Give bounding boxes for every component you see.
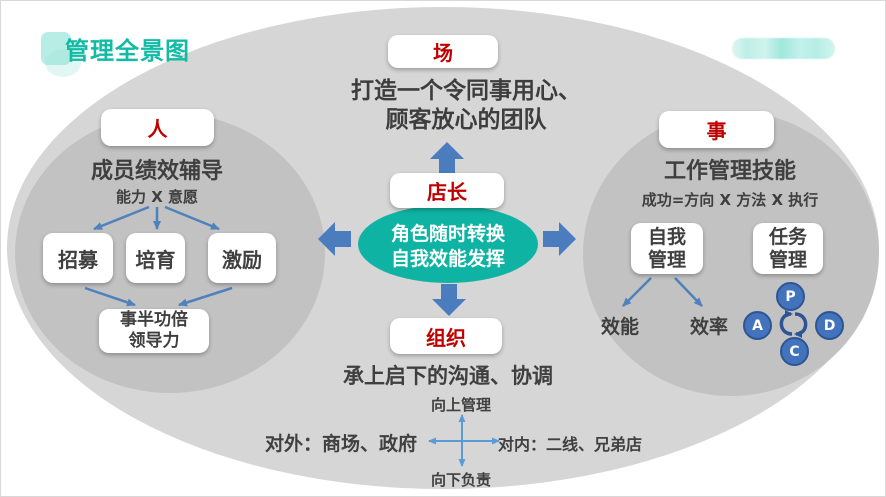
organization-subtitle: 承上启下的沟通、协调 — [343, 364, 553, 388]
node-task-management: 任务 管理 — [753, 223, 823, 274]
node-task-label: 事 — [706, 119, 727, 143]
pdca-a-label: A — [752, 317, 763, 334]
node-cultivate: 培育 — [126, 233, 185, 283]
node-task-management-line1: 任务 — [768, 225, 807, 248]
node-task: 事 — [659, 111, 774, 148]
pdca-p-label: P — [785, 288, 796, 305]
pdca-a-circle: A — [743, 311, 772, 340]
node-people-label: 人 — [147, 117, 168, 141]
node-organization-label: 组织 — [426, 325, 466, 350]
team-slogan-line1: 打造一个令同事用心、 — [351, 78, 581, 104]
node-recruit: 招募 — [43, 233, 113, 283]
team-slogan-line2: 顾客放心的团队 — [385, 107, 547, 133]
pdca-d-circle: D — [815, 311, 844, 340]
node-self-management-line1: 自我 — [647, 225, 686, 248]
outcome-effectiveness: 效能 — [600, 316, 640, 338]
node-motivate-label: 激励 — [222, 247, 262, 272]
node-self-management: 自我 管理 — [631, 223, 703, 274]
team-slogan: 打造一个令同事用心、 顾客放心的团队 — [341, 77, 591, 135]
task-heading: 工作管理技能 — [663, 159, 797, 184]
node-motivate: 激励 — [208, 233, 276, 283]
pdca-c-circle: C — [780, 337, 809, 366]
node-recruit-label: 招募 — [58, 247, 98, 272]
node-leadership: 事半功倍 领导力 — [99, 309, 209, 353]
node-field-label: 场 — [433, 41, 453, 65]
people-heading: 成员绩效辅导 — [90, 159, 224, 184]
pdca-c-label: C — [789, 343, 800, 360]
cross-label-internal: 对内：二线、兄弟店 — [498, 435, 643, 454]
role-ellipse: 角色随时转换 自我效能发挥 — [358, 205, 538, 283]
node-store-manager: 店长 — [390, 173, 504, 208]
node-people: 人 — [101, 109, 214, 146]
page-title: 管理全景图 — [65, 37, 190, 65]
task-formula: 成功=方向 X 方法 X 执行 — [641, 191, 819, 209]
cross-label-down: 向下负责 — [430, 471, 492, 489]
title-accent-blob2-icon — [45, 49, 81, 77]
people-formula: 能力 X 意愿 — [115, 188, 199, 206]
node-leadership-line1: 事半功倍 — [120, 310, 188, 330]
node-organization: 组织 — [390, 318, 502, 354]
cross-label-external: 对外：商场、政府 — [264, 433, 417, 455]
cross-label-up: 向上管理 — [430, 396, 492, 414]
pdca-p-circle: P — [776, 282, 805, 311]
node-task-management-line2: 管理 — [768, 248, 807, 271]
blurred-watermark — [732, 38, 835, 59]
node-self-management-line2: 管理 — [647, 248, 686, 271]
role-ellipse-line1: 角色随时转换 — [390, 223, 505, 245]
node-store-manager-label: 店长 — [427, 180, 467, 204]
node-leadership-line2: 领导力 — [128, 331, 180, 351]
pdca-d-label: D — [823, 317, 836, 334]
node-field: 场 — [388, 35, 498, 68]
node-cultivate-label: 培育 — [135, 247, 176, 272]
title-accent-blob-icon — [41, 32, 71, 65]
outcome-efficiency: 效率 — [689, 316, 729, 338]
role-ellipse-line2: 自我效能发挥 — [390, 248, 505, 270]
